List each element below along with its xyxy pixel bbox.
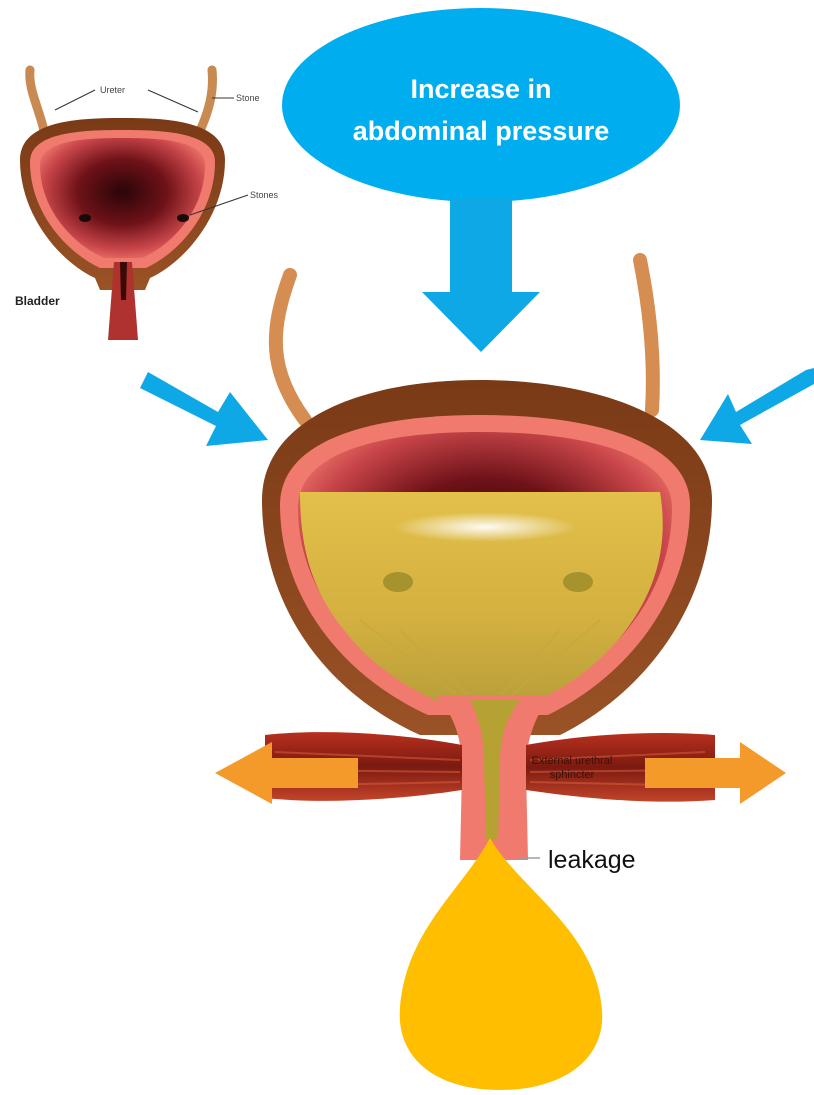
small-stone-left — [79, 214, 91, 222]
callout-bubble — [282, 8, 680, 202]
ureter-opening-left — [383, 572, 413, 592]
sphincter-label-line-1: External urethral — [532, 755, 613, 767]
small-stones-label: Stones — [250, 190, 279, 200]
down-arrow-icon — [422, 198, 540, 352]
small-bladder-label: Bladder — [15, 294, 60, 308]
leakage-label: leakage — [548, 846, 636, 874]
ureter-left — [276, 275, 305, 420]
ureter-opening-right — [563, 572, 593, 592]
right-inward-arrow-icon — [700, 368, 814, 444]
left-inward-arrow-icon — [140, 372, 268, 446]
small-bladder-illustration: Ureter Stone Stones Bladder — [15, 70, 279, 340]
small-stone-label: Stone — [236, 93, 260, 103]
ureter-right — [640, 260, 653, 410]
small-stone-right — [177, 214, 189, 222]
callout-line-2: abdominal pressure — [353, 116, 610, 146]
small-ureter-right — [198, 70, 212, 135]
small-ureter-left — [30, 70, 45, 135]
urine-drop-icon — [400, 838, 603, 1090]
callout-line-1: Increase in — [410, 74, 551, 104]
urine-shine — [393, 512, 577, 542]
small-ureter-label: Ureter — [100, 85, 125, 95]
pressure-callout: Increase in abdominal pressure — [282, 8, 680, 202]
sphincter-label-line-2: sphincter — [550, 769, 595, 781]
